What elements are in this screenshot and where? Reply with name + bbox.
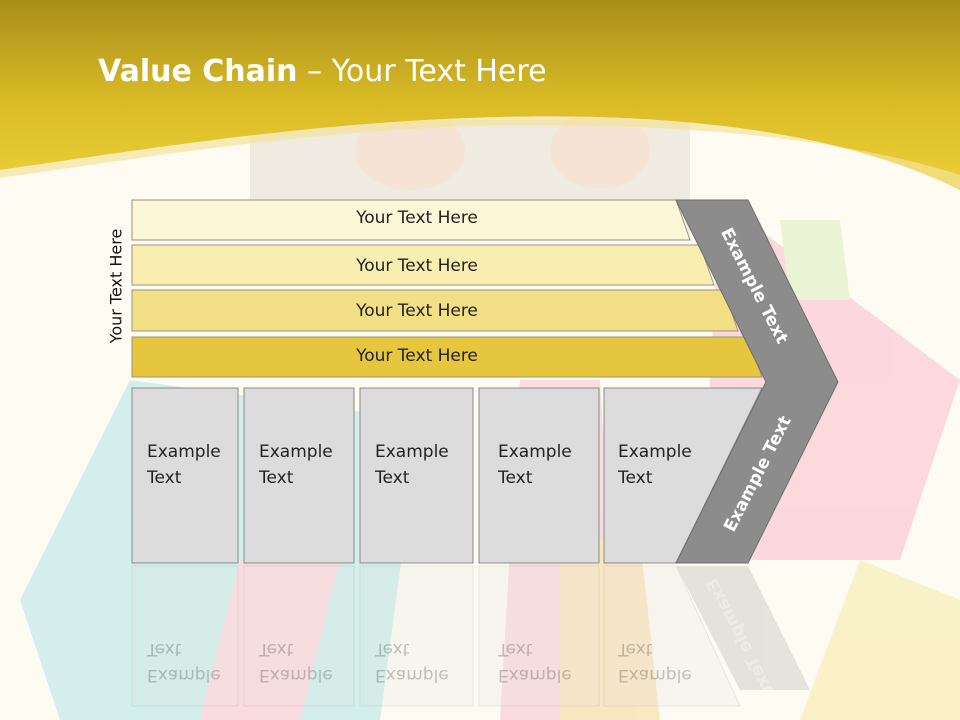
box-1-reflection-line2: Text — [147, 639, 182, 659]
bar-2-label: Your Text Here — [356, 256, 478, 276]
box-4 — [478, 387, 600, 564]
box-4-line2: Text — [498, 468, 533, 488]
box-4-reflection: Example Text — [498, 636, 588, 688]
box-5-reflection-line1: Example — [618, 665, 692, 685]
box-2-line2: Text — [259, 468, 294, 488]
box-1-reflection-line1: Example — [147, 665, 221, 685]
box-1-line2: Text — [147, 468, 182, 488]
side-label: Your Text Here — [106, 228, 126, 344]
box-5-line1: Example — [618, 442, 692, 462]
box-1 — [131, 387, 239, 564]
box-4-reflection-line2: Text — [498, 639, 533, 659]
box-2-reflection: Example Text — [259, 636, 349, 688]
box-3-reflection-line1: Example — [375, 665, 449, 685]
box-1-line1: Example — [147, 442, 221, 462]
slide-title: Value Chain – Your Text Here — [98, 54, 547, 89]
box-3-reflection-line2: Text — [375, 639, 410, 659]
box-2-reflection-line2: Text — [259, 639, 294, 659]
box-4-line1: Example — [498, 442, 572, 462]
bar-4-label: Your Text Here — [356, 346, 478, 366]
box-5-reflection: Example Text — [618, 636, 708, 688]
title-rest: – Your Text Here — [297, 54, 547, 89]
bar-4 — [131, 336, 763, 378]
box-2-line1: Example — [259, 442, 333, 462]
box-5-reflection-line2: Text — [618, 639, 653, 659]
box-3-line1: Example — [375, 442, 449, 462]
box-3-line2: Text — [375, 468, 410, 488]
reflection — [131, 565, 810, 707]
bar-2 — [131, 244, 715, 286]
bar-3 — [131, 289, 739, 332]
box-5-line2: Text — [618, 468, 653, 488]
box-2-reflection-line1: Example — [259, 665, 333, 685]
box-4-reflection-line1: Example — [498, 665, 572, 685]
bar-3-label: Your Text Here — [356, 301, 478, 321]
box-2 — [243, 387, 355, 564]
bar-1 — [131, 199, 691, 241]
title-bold: Value Chain — [98, 54, 298, 89]
chevron-arrow — [675, 199, 839, 564]
box-1-reflection: Example Text — [147, 636, 237, 688]
box-3-reflection: Example Text — [375, 636, 465, 688]
box-3 — [359, 387, 474, 564]
bar-1-label: Your Text Here — [356, 208, 478, 228]
